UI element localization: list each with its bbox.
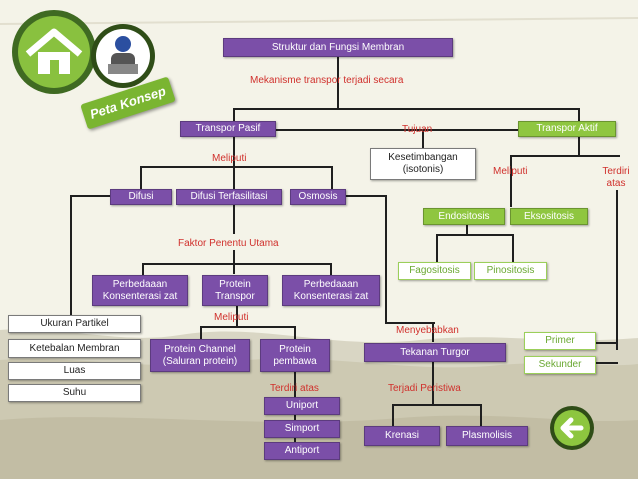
label-terdiri-atas-pembawa: Terdiri atas: [270, 383, 319, 394]
node-transpor-aktif: Transpor Aktif: [518, 121, 616, 137]
connector: [578, 137, 580, 155]
node-osmosis: Osmosis: [290, 189, 346, 205]
connector: [294, 326, 296, 340]
node-luas: Luas: [8, 362, 141, 380]
label-mekanisme: Mekanisme transpor terjadi secara: [250, 75, 404, 86]
connector: [510, 155, 620, 157]
connector: [331, 166, 333, 189]
connector: [233, 108, 235, 122]
connector: [200, 326, 202, 340]
back-button[interactable]: [548, 404, 596, 452]
connector: [140, 166, 142, 189]
connector: [70, 195, 110, 197]
node-endositosis: Endositosis: [423, 208, 505, 225]
node-suhu: Suhu: [8, 384, 141, 402]
node-fagositosis: Fagositosis: [398, 262, 471, 280]
connector: [512, 234, 514, 262]
node-struktur-fungsi-membran: Struktur dan Fungsi Membran: [223, 38, 453, 57]
node-protein-pembawa: Protein pembawa: [260, 339, 330, 372]
node-ketebalan-membran: Ketebalan Membran: [8, 339, 141, 358]
node-pinositosis: Pinositosis: [474, 262, 547, 280]
node-difusi: Difusi: [110, 189, 172, 205]
node-antiport: Antiport: [264, 442, 340, 460]
node-protein-channel: Protein Channel (Saluran protein): [150, 339, 250, 372]
label-tujuan: Tujuan: [402, 124, 433, 135]
connector: [200, 326, 296, 328]
node-uniport: Uniport: [264, 397, 340, 415]
connector: [142, 263, 144, 275]
connector: [233, 204, 235, 234]
connector: [578, 108, 580, 122]
connector: [233, 108, 579, 110]
connector: [346, 195, 386, 197]
connector: [466, 225, 468, 234]
node-transpor-pasif: Transpor Pasif: [180, 121, 276, 137]
connector: [422, 130, 424, 148]
connector: [233, 166, 235, 189]
connector: [276, 129, 518, 131]
node-protein-transpor: Protein Transpor: [202, 275, 268, 306]
connector: [392, 404, 394, 426]
label-terdiri-atas-aktif: Terdiri atas: [602, 166, 630, 189]
back-arrow-icon: [550, 406, 594, 450]
connector: [616, 190, 618, 350]
node-primer: Primer: [524, 332, 596, 350]
connector: [436, 234, 514, 236]
connector: [432, 362, 434, 404]
connector: [337, 57, 339, 108]
label-meliputi-pasif: Meliputi: [212, 153, 247, 164]
node-tekanan-turgor: Tekanan Turgor: [364, 343, 506, 362]
node-simport: Simport: [264, 420, 340, 438]
node-perbedaan-konsentrasi-2: Perbedaaan Konsenterasi zat: [282, 275, 380, 306]
node-krenasi: Krenasi: [364, 426, 440, 446]
connector: [436, 234, 438, 262]
node-kesetimbangan: Kesetimbangan (isotonis): [370, 148, 476, 180]
home-icon: [12, 10, 96, 94]
node-perbedaan-konsentrasi-1: Perbedaaan Konsenterasi zat: [92, 275, 188, 306]
connector: [385, 322, 435, 324]
connector: [480, 404, 482, 426]
node-difusi-terfasilitasi: Difusi Terfasilitasi: [176, 189, 282, 205]
node-plasmolisis: Plasmolisis: [446, 426, 528, 446]
label-menyebabkan: Menyebabkan: [396, 325, 459, 336]
connector: [70, 195, 72, 315]
node-sekunder: Sekunder: [524, 356, 596, 374]
connector: [432, 322, 434, 342]
node-eksositosis: Eksositosis: [510, 208, 588, 225]
connector: [236, 306, 238, 326]
profile-badge[interactable]: [88, 16, 158, 96]
connector: [385, 195, 387, 323]
label-meliputi-protein: Meliputi: [214, 312, 249, 323]
connector: [596, 342, 618, 344]
node-ukuran-partikel: Ukuran Partikel: [8, 315, 141, 333]
connector: [330, 263, 332, 275]
connector: [142, 263, 332, 265]
label-meliputi-aktif: Meliputi: [493, 166, 528, 177]
label-faktor-penentu: Faktor Penentu Utama: [178, 238, 279, 249]
connector: [233, 250, 235, 274]
person-icon: [91, 24, 155, 88]
connector: [596, 362, 618, 364]
connector: [510, 155, 512, 207]
label-terjadi-peristiwa: Terjadi Peristiwa: [388, 383, 461, 394]
connector: [392, 404, 482, 406]
home-button[interactable]: [6, 4, 102, 100]
connector: [233, 137, 235, 167]
connector: [140, 166, 332, 168]
